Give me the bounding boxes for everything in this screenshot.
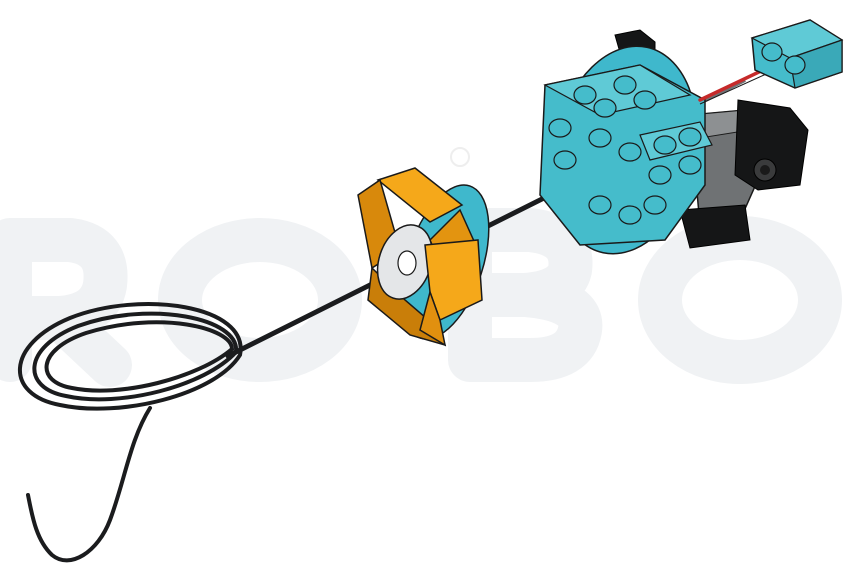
detached-blue-brick	[752, 20, 842, 88]
black-technic-bracket-bottom	[680, 205, 750, 248]
string-loop	[20, 304, 241, 560]
orange-hub-piece	[358, 168, 506, 350]
